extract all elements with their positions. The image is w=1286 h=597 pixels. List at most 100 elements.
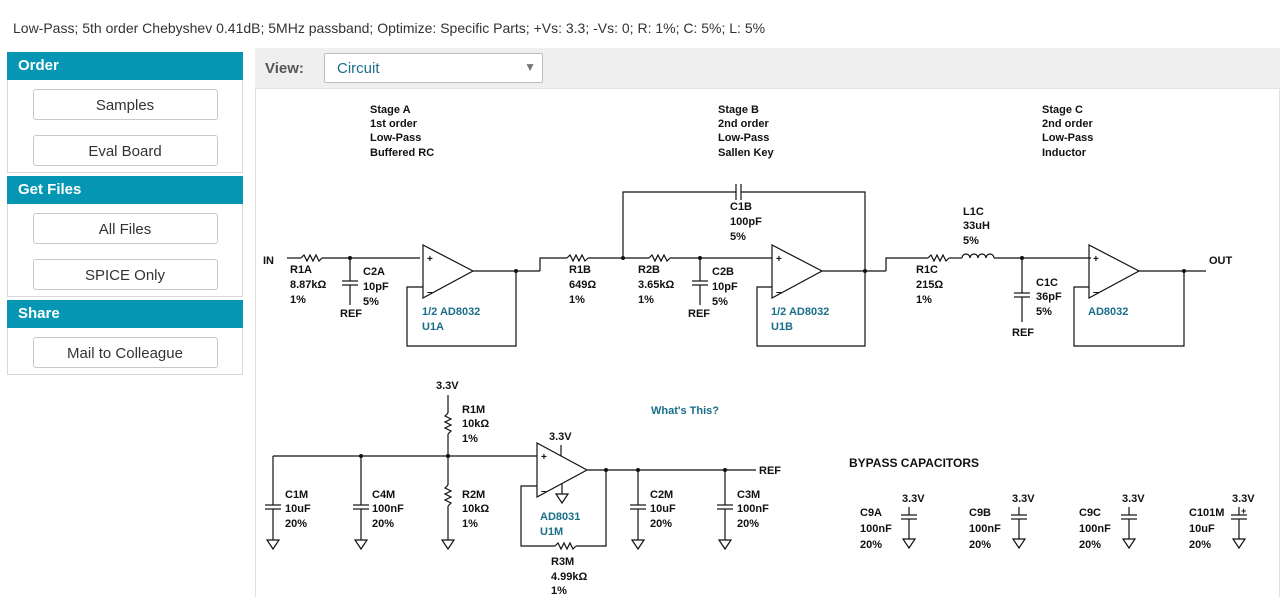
c2a-capacitor xyxy=(341,280,359,286)
r2b-label: R2B 3.65kΩ 1% xyxy=(638,264,675,306)
svg-text:5%: 5% xyxy=(730,231,746,243)
r1c-resistor xyxy=(927,254,950,262)
c4m-capacitor xyxy=(352,504,370,510)
all-files-button[interactable]: All Files xyxy=(32,213,218,244)
svg-text:Buffered RC: Buffered RC xyxy=(370,147,434,159)
svg-text:Stage A: Stage A xyxy=(370,104,411,116)
svg-text:3.3V: 3.3V xyxy=(1232,493,1255,505)
c4m-label: C4M 100nF 20% xyxy=(372,489,404,530)
get-files-section: Get Files All Files SPICE Only xyxy=(7,176,243,297)
share-section: Share Mail to Colleague xyxy=(7,300,243,375)
c2m-ground-icon xyxy=(631,539,645,550)
svg-text:1/2 AD8032: 1/2 AD8032 xyxy=(771,306,829,318)
order-title: Order xyxy=(7,52,243,80)
svg-text:AD8031: AD8031 xyxy=(540,511,580,523)
c2a-ref-label: REF xyxy=(340,308,362,320)
c3m-capacitor xyxy=(716,504,734,510)
out-label: OUT xyxy=(1209,255,1233,267)
r1b-label: R1B 649Ω 1% xyxy=(569,264,596,306)
svg-text:U1M: U1M xyxy=(540,526,563,538)
view-select-value: Circuit xyxy=(337,60,380,77)
svg-text:C2B: C2B xyxy=(712,266,734,278)
svg-text:C3M: C3M xyxy=(737,489,760,501)
in-label: IN xyxy=(263,255,274,267)
svg-text:U1A: U1A xyxy=(422,321,444,333)
svg-text:Inductor: Inductor xyxy=(1042,147,1087,159)
u1a-opamp: + – xyxy=(422,244,475,300)
c2m-label: C2M 10uF 20% xyxy=(650,489,676,530)
svg-text:20%: 20% xyxy=(1079,539,1101,551)
svg-text:1%: 1% xyxy=(290,294,306,306)
svg-text:1%: 1% xyxy=(916,294,932,306)
c1c-capacitor xyxy=(1013,292,1031,298)
whats-this-link[interactable]: What's This? xyxy=(651,405,719,417)
r3m-resistor xyxy=(554,542,577,550)
r2m-label: R2M 10kΩ 1% xyxy=(462,489,489,530)
eval-board-button[interactable]: Eval Board xyxy=(32,135,218,166)
svg-text:100nF: 100nF xyxy=(1079,523,1111,535)
svg-text:–: – xyxy=(541,486,547,497)
c2m-capacitor xyxy=(629,504,647,510)
svg-text:Low-Pass: Low-Pass xyxy=(370,132,421,144)
r3m-label: R3M 4.99kΩ 1% xyxy=(551,556,588,597)
c9b-bypass: 3.3V C9B 100nF 20% xyxy=(969,493,1035,551)
svg-text:C1C: C1C xyxy=(1036,277,1058,289)
l1c-label: L1C 33uH 5% xyxy=(963,206,990,247)
svg-text:100pF: 100pF xyxy=(730,216,762,228)
c1m-capacitor xyxy=(264,504,282,510)
svg-text:U1B: U1B xyxy=(771,321,793,333)
svg-text:1%: 1% xyxy=(462,518,478,530)
svg-text:C9B: C9B xyxy=(969,507,991,519)
c9c-bypass: 3.3V C9C 100nF 20% xyxy=(1079,493,1145,551)
sidebar: Order Samples Eval Board Get Files All F… xyxy=(7,52,243,375)
svg-text:10uF: 10uF xyxy=(650,503,676,515)
svg-text:+: + xyxy=(1241,506,1246,516)
r2m-ground-icon xyxy=(441,539,455,550)
c2b-capacitor xyxy=(691,280,709,286)
view-label: View: xyxy=(265,60,304,77)
svg-text:1%: 1% xyxy=(462,433,478,445)
svg-text:10pF: 10pF xyxy=(712,281,738,293)
svg-text:Low-Pass: Low-Pass xyxy=(1042,132,1093,144)
svg-text:20%: 20% xyxy=(969,539,991,551)
samples-button[interactable]: Samples xyxy=(32,89,218,120)
svg-text:100nF: 100nF xyxy=(860,523,892,535)
svg-text:20%: 20% xyxy=(737,518,759,530)
svg-text:8.87kΩ: 8.87kΩ xyxy=(290,279,327,291)
svg-text:3.65kΩ: 3.65kΩ xyxy=(638,279,675,291)
r2b-resistor xyxy=(648,254,671,262)
svg-text:20%: 20% xyxy=(372,518,394,530)
u1c-label: AD8032 xyxy=(1088,306,1128,318)
svg-text:20%: 20% xyxy=(650,518,672,530)
stage-a-title: Stage A 1st order Low-Pass Buffered RC xyxy=(370,104,434,159)
svg-text:2nd order: 2nd order xyxy=(718,118,769,130)
c101m-bypass: 3.3V + C101M 10uF 20% xyxy=(1189,493,1255,551)
svg-text:+: + xyxy=(1093,254,1099,265)
r1a-resistor xyxy=(300,254,323,262)
r2m-resistor xyxy=(444,484,452,507)
svg-text:C2M: C2M xyxy=(650,489,673,501)
svg-text:215Ω: 215Ω xyxy=(916,279,943,291)
spice-only-button[interactable]: SPICE Only xyxy=(32,259,218,290)
svg-text:C2A: C2A xyxy=(363,266,385,278)
svg-text:4.99kΩ: 4.99kΩ xyxy=(551,571,588,583)
u1m-ground-icon xyxy=(555,493,569,504)
u1a-label: 1/2 AD8032 U1A xyxy=(422,306,480,333)
svg-text:Sallen Key: Sallen Key xyxy=(718,147,775,159)
share-title: Share xyxy=(7,300,243,328)
u1m-label: AD8031 U1M xyxy=(540,511,580,538)
view-select[interactable]: Circuit ▼ xyxy=(324,53,543,83)
c4m-ground-icon xyxy=(354,539,368,550)
svg-text:100nF: 100nF xyxy=(372,503,404,515)
svg-text:–: – xyxy=(427,287,433,298)
ref-output-label: REF xyxy=(759,465,781,477)
svg-text:20%: 20% xyxy=(1189,539,1211,551)
svg-text:3.3V: 3.3V xyxy=(1012,493,1035,505)
svg-text:1%: 1% xyxy=(569,294,585,306)
u1b-label: 1/2 AD8032 U1B xyxy=(771,306,829,333)
c1c-ref-label: REF xyxy=(1012,327,1034,339)
svg-text:10uF: 10uF xyxy=(285,503,311,515)
svg-text:C9C: C9C xyxy=(1079,507,1101,519)
mail-to-colleague-button[interactable]: Mail to Colleague xyxy=(32,337,218,368)
svg-text:2nd order: 2nd order xyxy=(1042,118,1093,130)
